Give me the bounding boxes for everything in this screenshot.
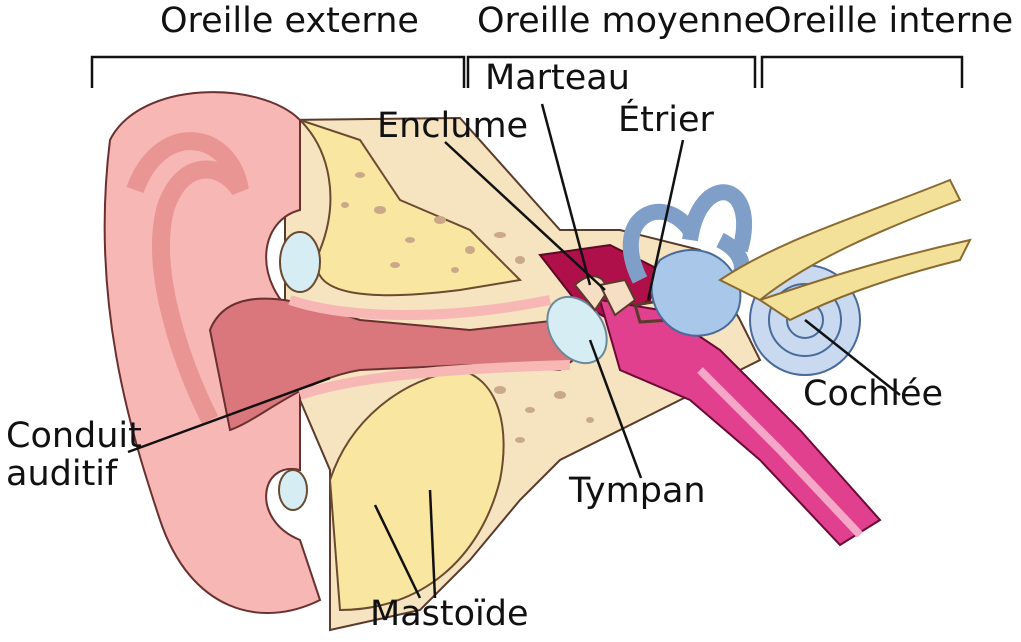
- conduit-label-line1: Conduit: [6, 418, 142, 455]
- inner-ear-label: Oreille interne: [764, 3, 1013, 40]
- inner-ear-bracket: [762, 57, 962, 88]
- outer-ear-label: Oreille externe: [160, 3, 419, 40]
- cartilage-pocket-lower: [279, 470, 307, 510]
- conduit-label-line2: auditif: [6, 456, 117, 493]
- vestibule: [652, 250, 741, 336]
- enclume-label: Enclume: [377, 108, 528, 145]
- marteau-label: Marteau: [485, 60, 630, 97]
- cartilage-pocket-upper: [280, 232, 320, 292]
- outer-ear-bracket: [92, 57, 464, 88]
- middle-ear-label: Oreille moyenne: [477, 3, 765, 40]
- cochlee-label: Cochlée: [803, 376, 943, 413]
- etrier-label: Étrier: [618, 102, 714, 139]
- tympan-label: Tympan: [569, 473, 706, 510]
- mastoide-label: Mastoïde: [370, 596, 529, 633]
